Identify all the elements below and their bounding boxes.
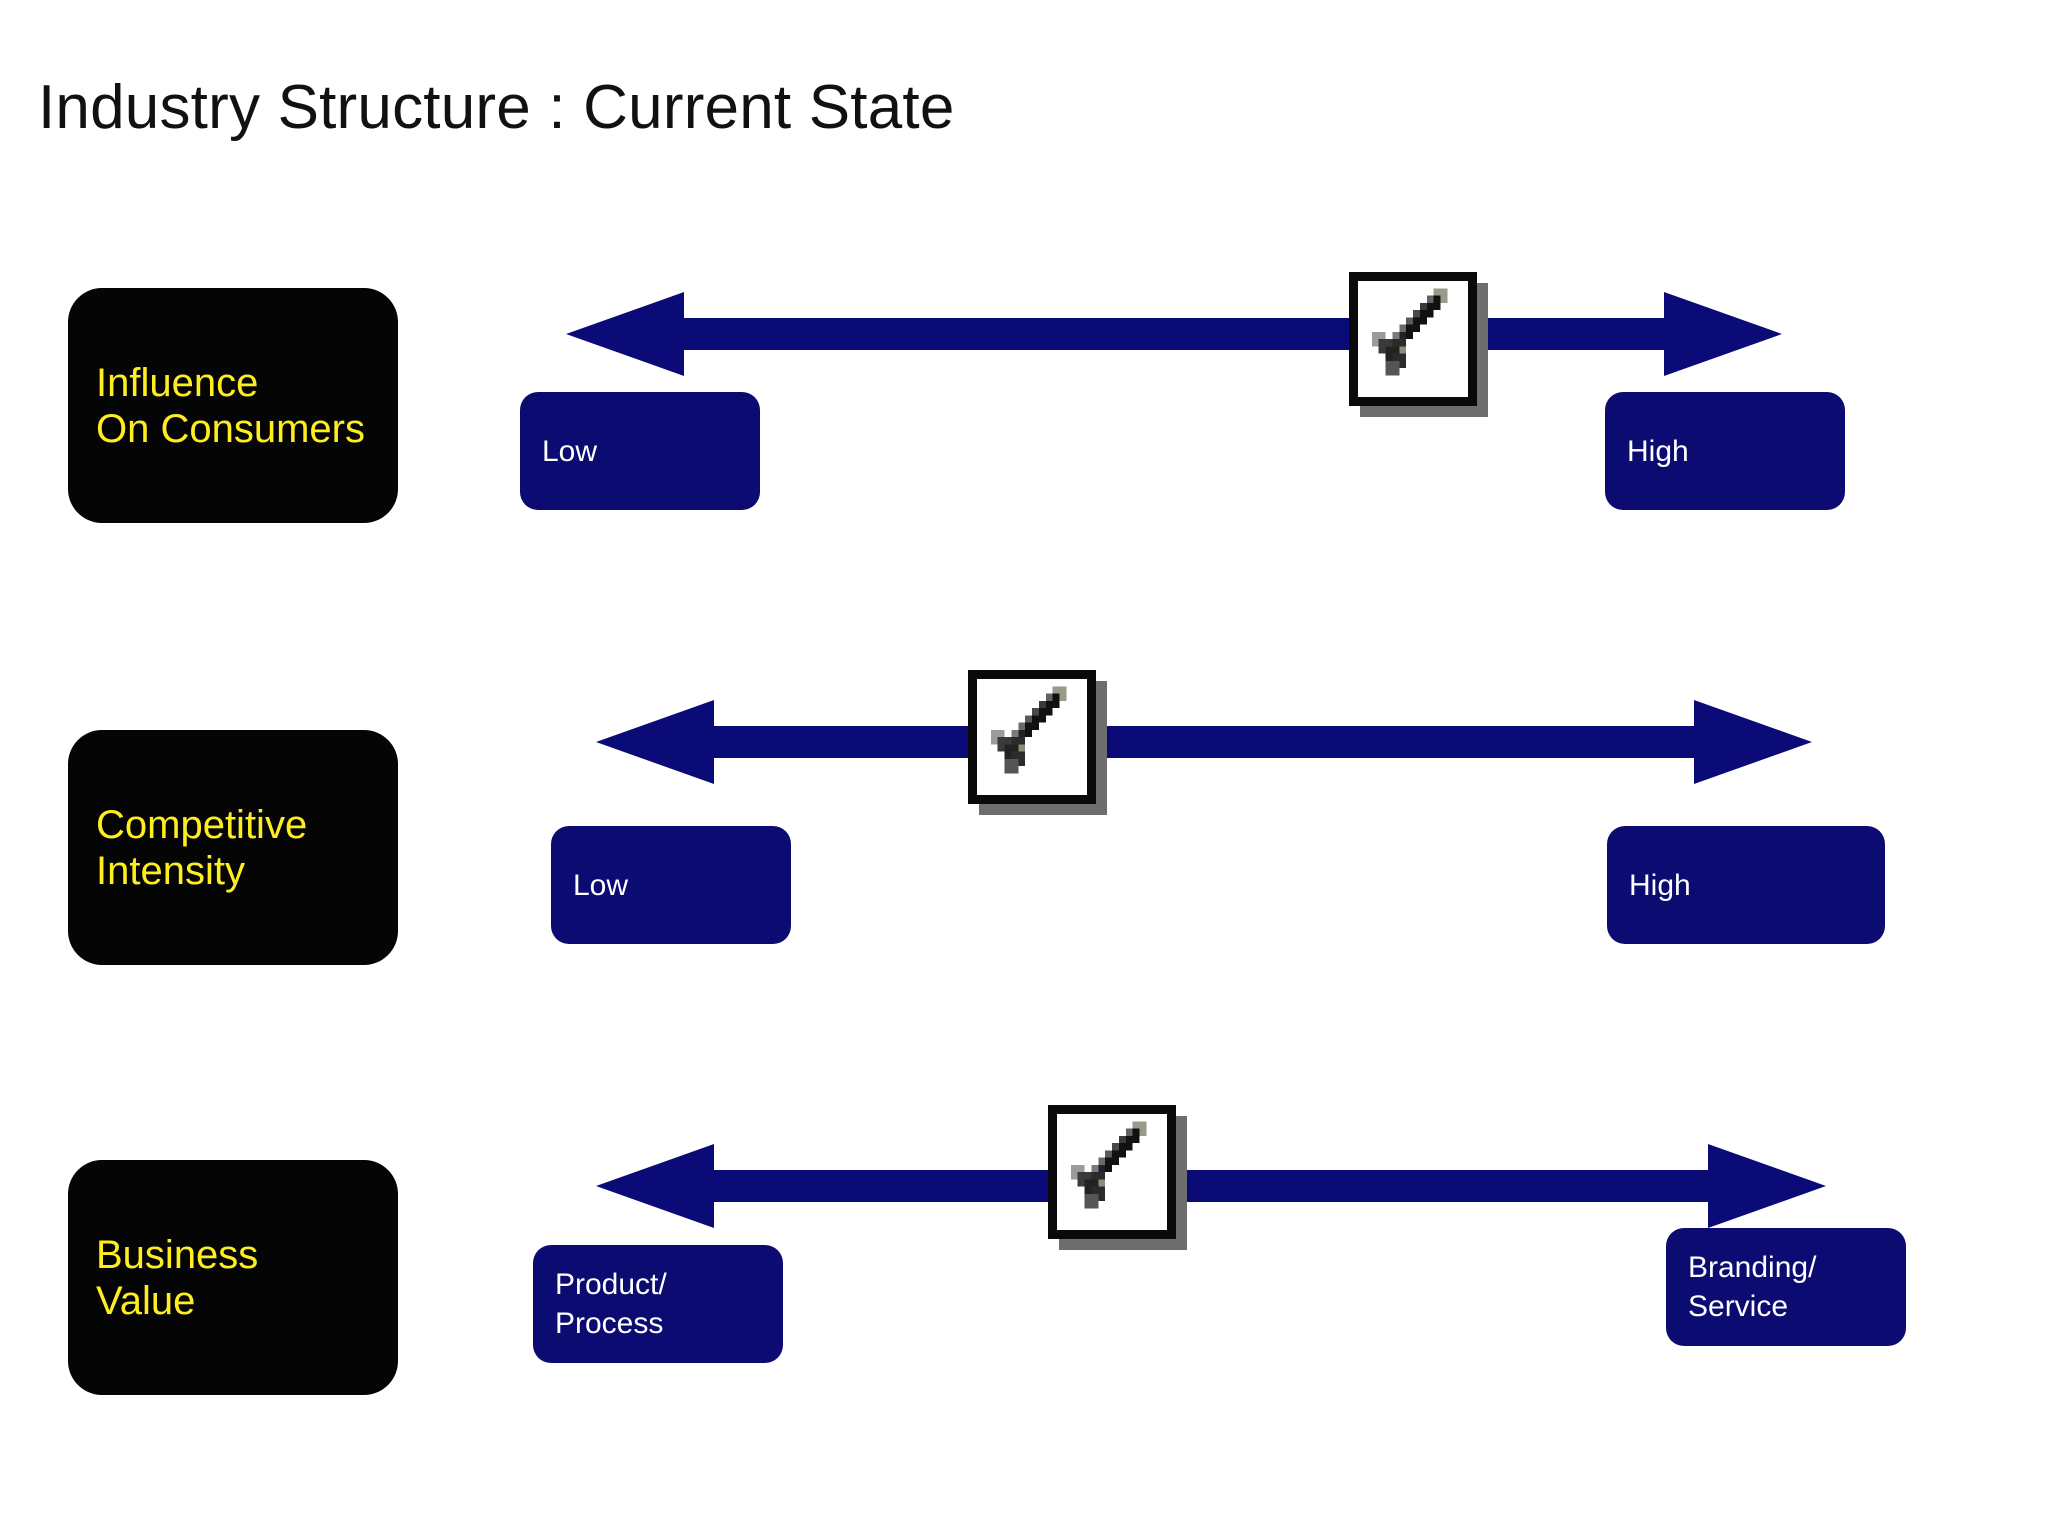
category-label-line-2: Intensity — [96, 848, 245, 893]
scale-right-label-text: High — [1627, 434, 1689, 468]
scale-right-label-line-2: Service — [1688, 1290, 1789, 1323]
scale-right-label-row-1: High — [1605, 392, 1845, 510]
checkmark-icon-inner — [1358, 281, 1468, 397]
checkmark-icon-frame — [1048, 1105, 1176, 1239]
double-arrow-row-3 — [596, 1144, 1826, 1228]
category-box-influence-on-consumers: Influence On Consumers — [68, 288, 398, 523]
scale-right-label-row-2: High — [1607, 826, 1885, 944]
category-box-business-value: Business Value — [68, 1160, 398, 1395]
checkmark-icon-row-2[interactable] — [968, 670, 1107, 815]
double-arrow-row-1 — [566, 292, 1782, 376]
scale-left-label-row-3: Product/ Process — [533, 1245, 783, 1363]
double-arrow-row-2 — [596, 700, 1812, 784]
category-label-line-1: Business — [96, 1232, 259, 1277]
scale-right-label-text: High — [1629, 868, 1691, 902]
checkmark-icon-inner — [1057, 1114, 1167, 1230]
checkmark-icon-row-1[interactable] — [1349, 272, 1488, 417]
category-label-line-2: Value — [96, 1278, 196, 1323]
checkmark-icon-inner — [977, 679, 1087, 795]
checkmark-icon-frame — [1349, 272, 1477, 406]
checkmark-icon-row-3[interactable] — [1048, 1105, 1187, 1250]
category-label-line-1: Influence — [96, 360, 259, 405]
category-box-competitive-intensity: Competitive Intensity — [68, 730, 398, 965]
scale-left-label-row-1: Low — [520, 392, 760, 510]
scale-left-label-text: Low — [573, 868, 629, 902]
checkmark-icon-frame — [968, 670, 1096, 804]
scale-right-label-row-3: Branding/ Service — [1666, 1228, 1906, 1346]
category-label-line-1: Competitive — [96, 802, 308, 847]
scale-left-label-row-2: Low — [551, 826, 791, 944]
category-label-line-2: On Consumers — [96, 406, 365, 451]
scale-left-label-line-2: Process — [555, 1307, 664, 1340]
page-title: Industry Structure : Current State — [38, 73, 955, 142]
scale-left-label-line-1: Product/ — [555, 1268, 667, 1301]
scale-left-label-text: Low — [542, 434, 598, 468]
scale-right-label-line-1: Branding/ — [1688, 1251, 1817, 1284]
